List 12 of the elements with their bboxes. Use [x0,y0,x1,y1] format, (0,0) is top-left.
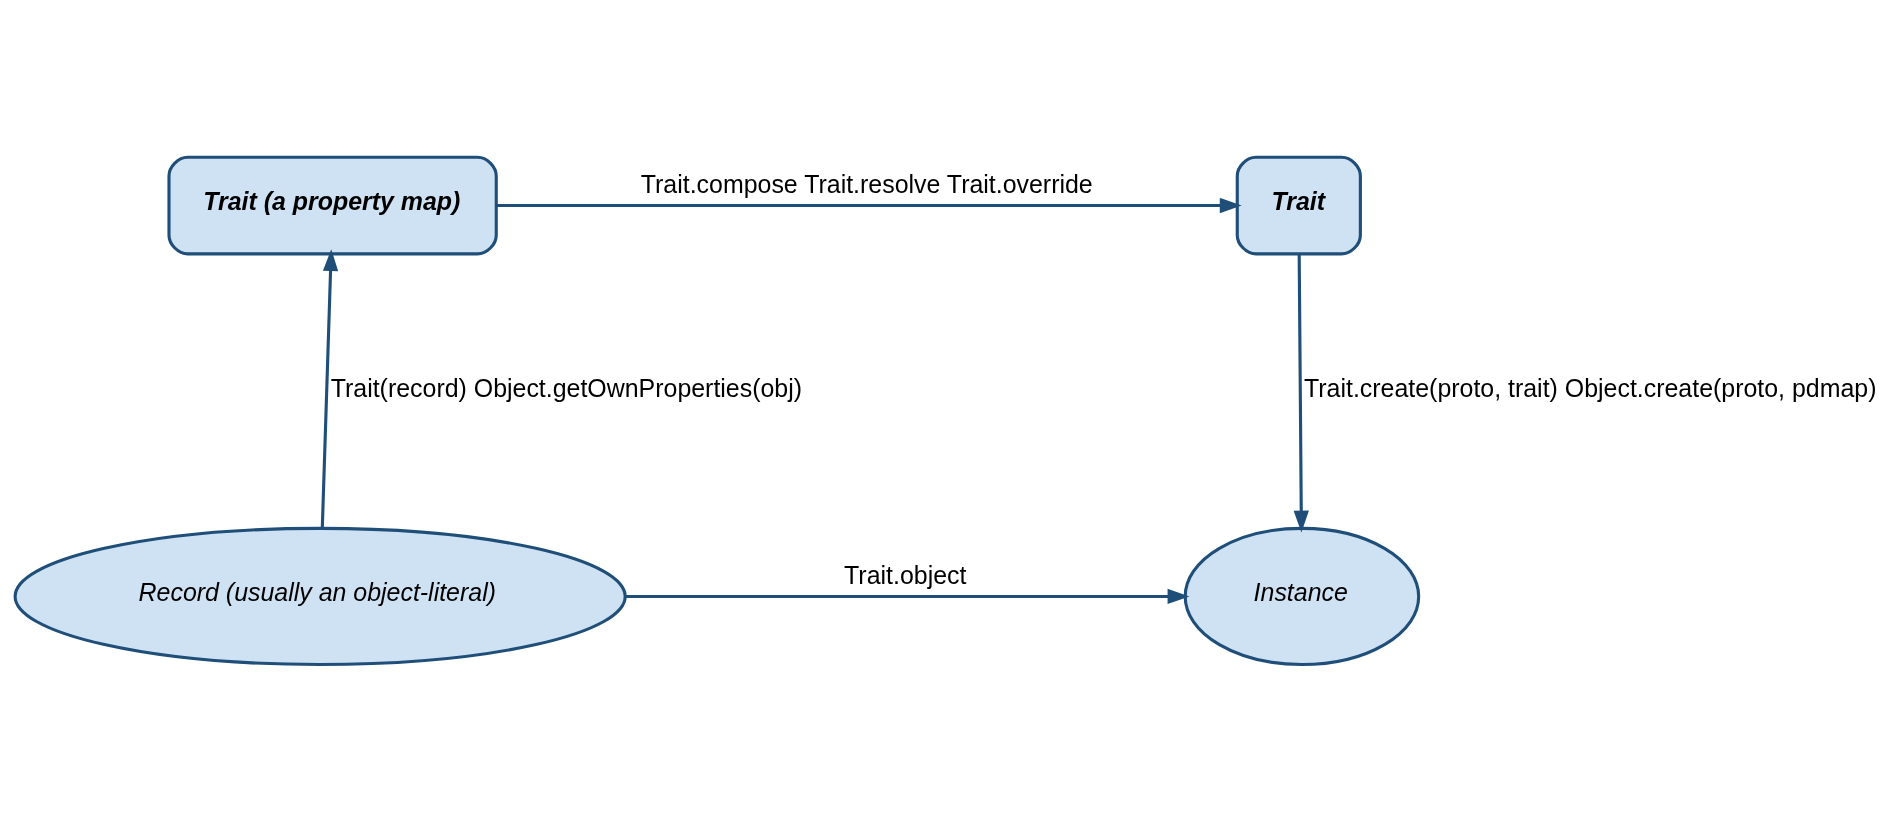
edge-label: Trait.object [844,560,967,589]
arrow [496,197,1242,214]
node-box: Trait [1235,155,1362,256]
node-ellipse: Instance [1183,526,1421,667]
edge-label: Trait.create(proto, trait) Object.create(proto, pdmap) [1303,373,1877,402]
arrow [625,588,1190,605]
arrow [1293,253,1309,533]
node-box: Trait (a property map) [167,155,498,256]
edge-label: Trait.compose Trait.resolve Trait.override [640,169,1093,198]
arrow [320,249,339,528]
edge-label: Trait(record) Object.getOwnProperties(obj) [330,373,803,402]
node-ellipse: Record (usually an object-literal) [13,526,627,667]
